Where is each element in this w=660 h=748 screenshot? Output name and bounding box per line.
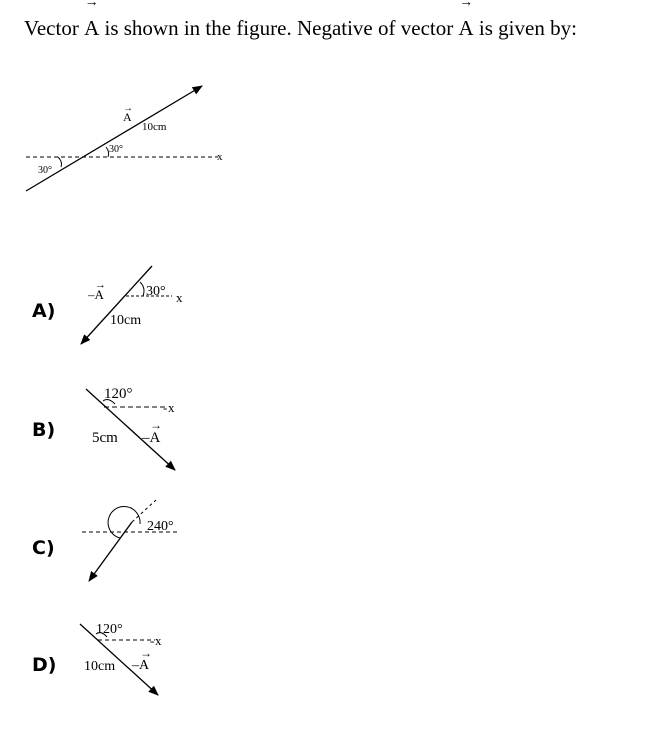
option-b-magnitude: 5cm: [92, 430, 118, 446]
magnitude-label: 10cm: [142, 121, 167, 133]
option-c-angle-arc: [107, 506, 141, 539]
vector-a-line: [25, 85, 203, 192]
question-middle: is shown in the figure. Negative of vect…: [104, 16, 454, 40]
option-d-axis-label: x: [155, 633, 162, 648]
option-b-vector-label: –A: [141, 430, 161, 446]
upper-angle-arc: [105, 146, 110, 158]
option-d-axis-minus: -: [150, 633, 154, 648]
option-c-figure: 240°: [82, 499, 178, 582]
question-prefix: Vector: [24, 16, 79, 40]
option-a-vector-arrow: →: [95, 279, 106, 291]
lower-angle-label: 30°: [38, 165, 52, 176]
option-b-vector: [85, 388, 176, 471]
option-d-magnitude: 10cm: [84, 659, 115, 674]
option-a-figure: x 30° –A → 10cm: [80, 265, 183, 345]
option-a-vector-label: –A: [87, 287, 105, 302]
option-a-vector: [80, 265, 153, 345]
option-b-axis-minus: -: [163, 400, 167, 415]
option-b-angle-arc: [102, 399, 116, 405]
option-d-vector-label: –A: [131, 658, 150, 673]
vector-a-label: A: [123, 110, 132, 124]
option-b-vector-arrow: →: [150, 418, 162, 432]
option-b-letter[interactable]: B): [32, 419, 56, 441]
option-d-figure: x - 120° 10cm –A →: [79, 622, 162, 696]
option-c-angle-label: 240°: [147, 519, 174, 534]
question-suffix: is given by:: [478, 16, 577, 40]
option-b-angle-label: 120°: [104, 386, 133, 402]
option-d-vector-arrow: →: [140, 646, 152, 660]
option-d-angle-arc: [95, 632, 108, 638]
option-c-letter[interactable]: C): [32, 537, 55, 559]
option-a-angle-arc: [139, 281, 145, 297]
question-text: Vector A is shown in the figure. Negativ…: [24, 12, 644, 44]
option-d-letter[interactable]: D): [32, 654, 57, 676]
x-axis-label: x: [217, 151, 223, 163]
option-a-axis-label: x: [176, 290, 183, 305]
option-a-magnitude: 10cm: [110, 313, 141, 328]
option-d-vector: [79, 623, 159, 696]
main-figure: x A → 10cm 30° 30°: [25, 85, 223, 192]
lower-angle-arc: [57, 156, 63, 168]
option-a-letter[interactable]: A): [32, 300, 56, 322]
option-b-axis-label: x: [168, 400, 175, 415]
vector-symbol: A: [84, 12, 99, 44]
option-d-angle-label: 120°: [96, 622, 123, 637]
option-b-figure: x - 120° 5cm –A →: [85, 386, 176, 471]
option-a-angle-label: 30°: [146, 284, 166, 299]
upper-angle-label: 30°: [109, 144, 123, 155]
vector-symbol-2: A: [458, 12, 473, 44]
vector-a-arrow: →: [123, 103, 133, 114]
